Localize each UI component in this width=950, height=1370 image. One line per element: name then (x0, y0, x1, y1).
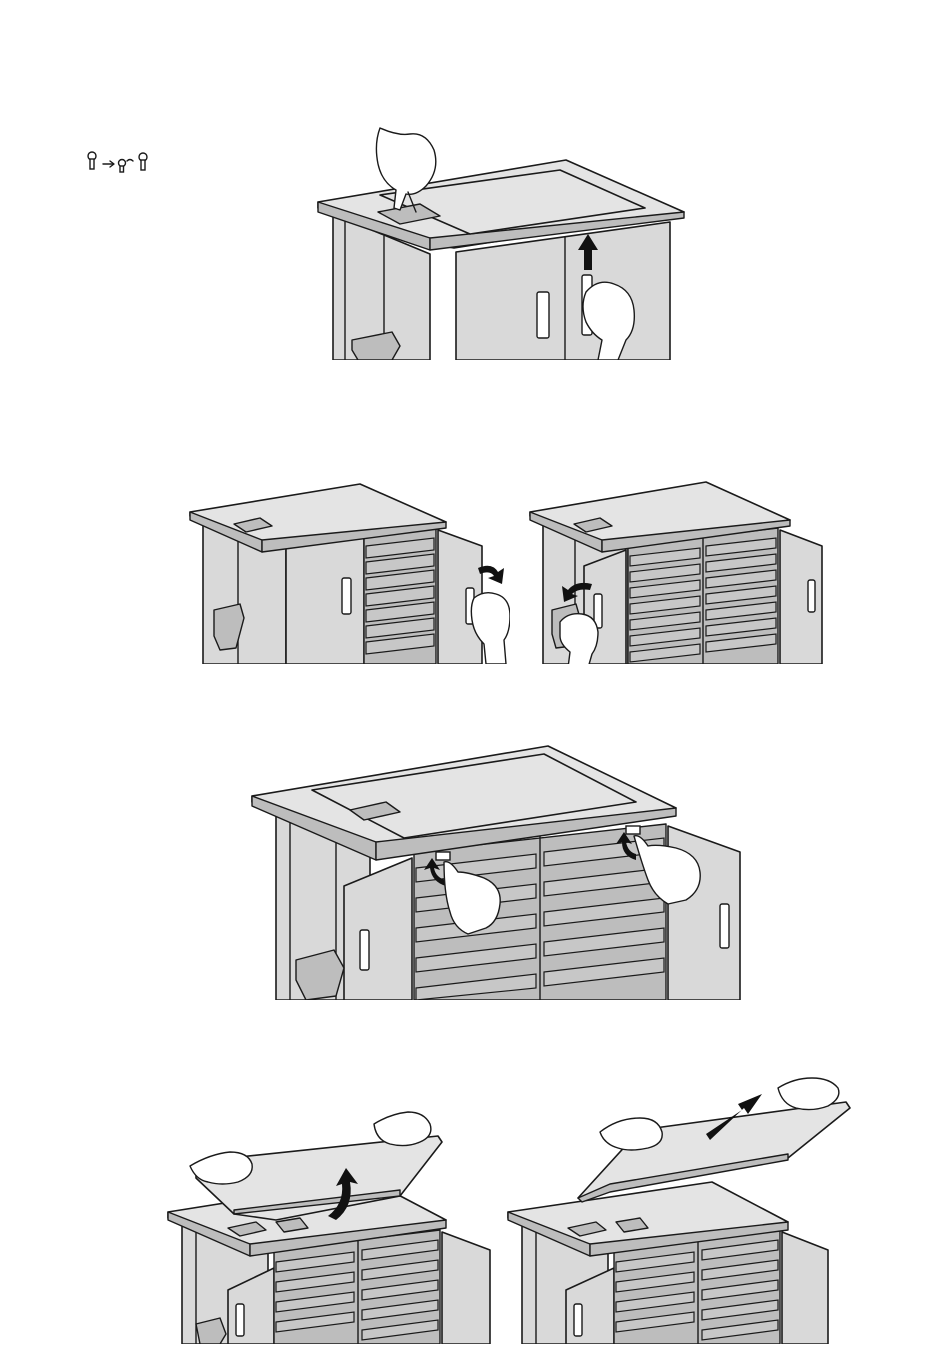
key-icon (139, 153, 147, 170)
key-icon (88, 152, 96, 169)
step-2-open-left-door (530, 482, 822, 668)
step-3-release-latches (252, 746, 740, 1000)
key-turn-icon (119, 160, 134, 173)
step-2-open-right-door (190, 484, 510, 664)
step-1-unlock-lid (318, 128, 684, 360)
key-legend (88, 152, 147, 172)
step-4-lift-lid (168, 1112, 490, 1344)
arrow-icon (103, 161, 114, 167)
step-4-remove-lid (508, 1078, 850, 1344)
